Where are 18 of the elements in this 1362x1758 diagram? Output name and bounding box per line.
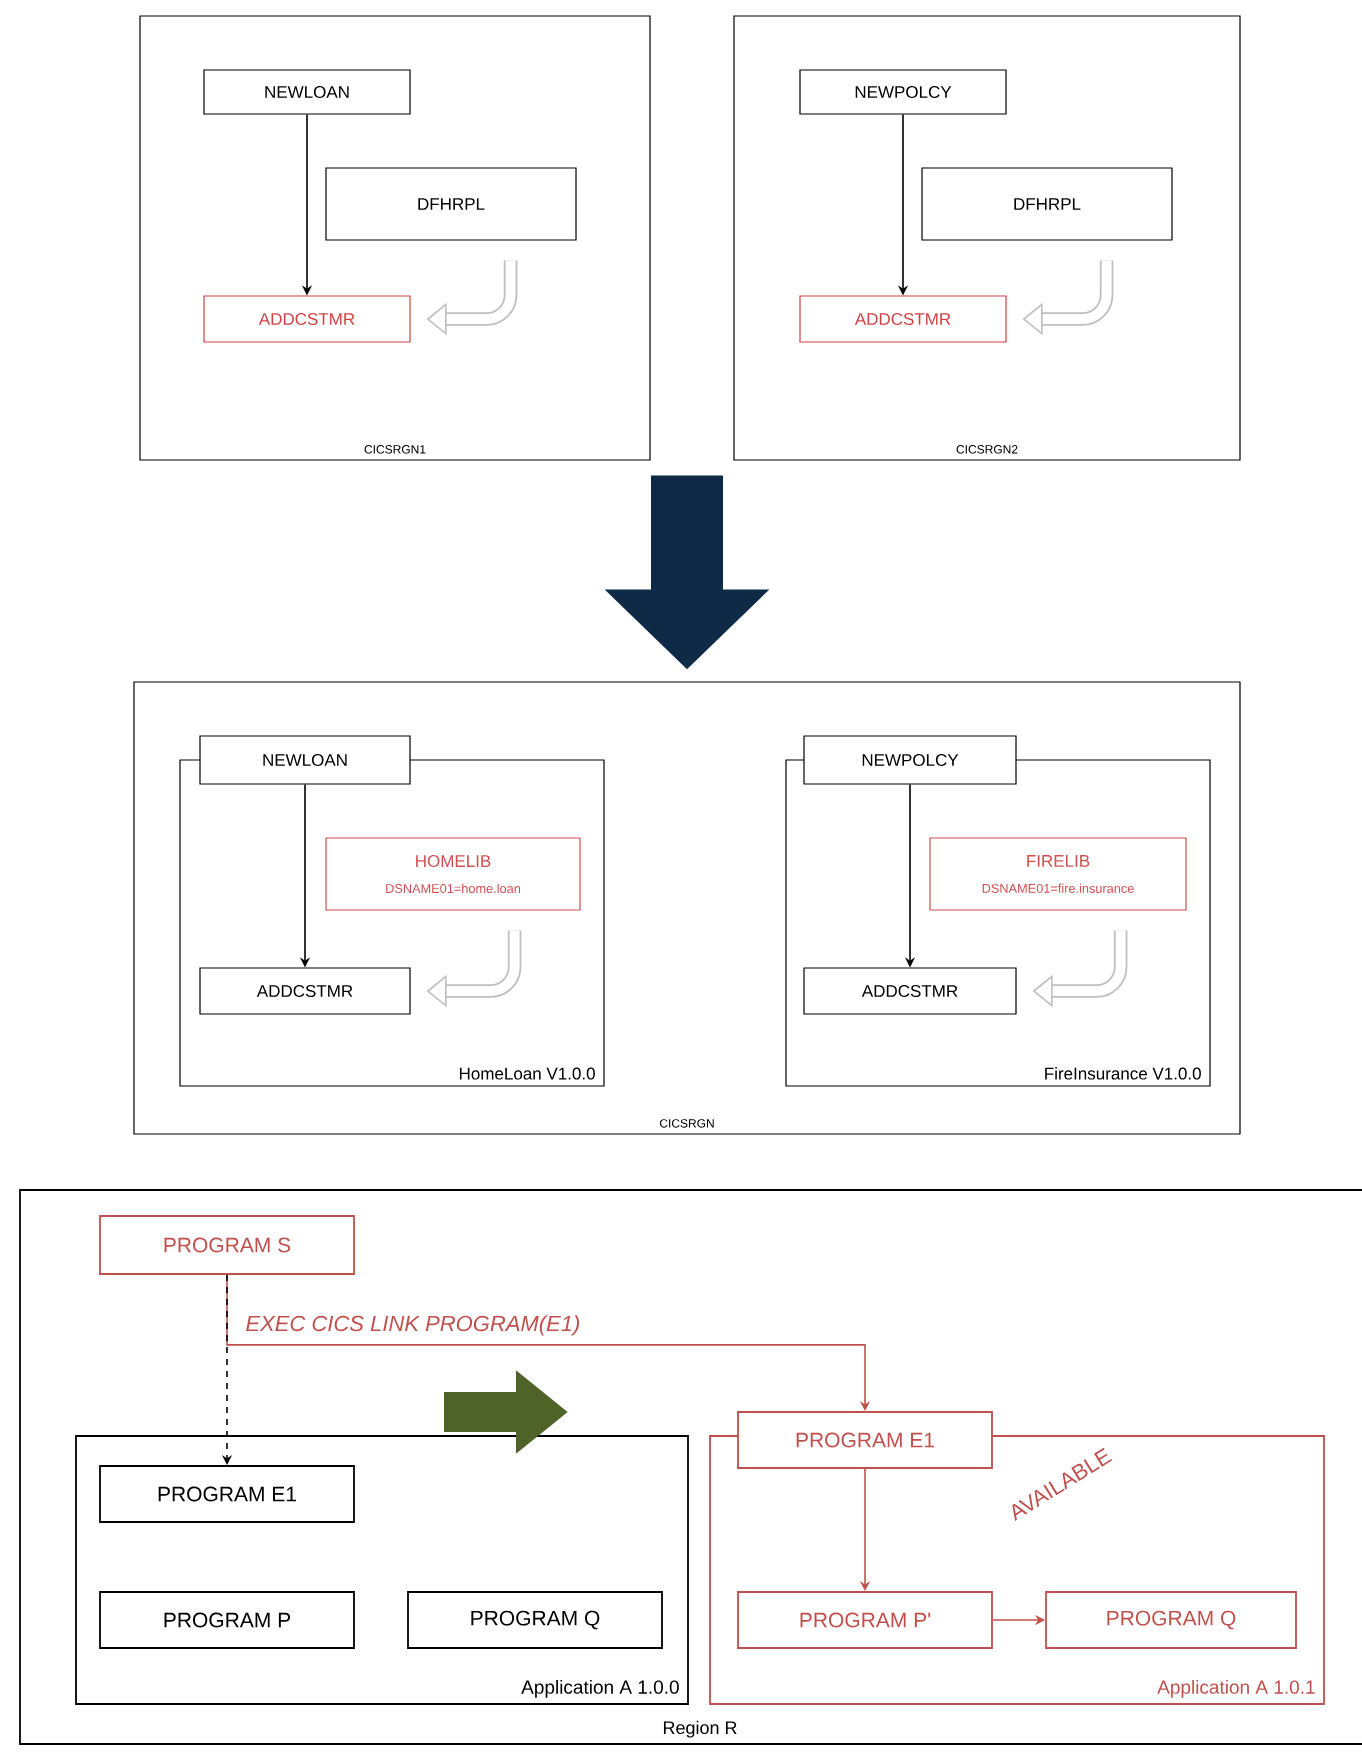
program-box: PROGRAM S — [99, 1215, 355, 1275]
program-box: PROGRAM E1 — [99, 1465, 355, 1523]
program-box: PROGRAM E1 — [737, 1411, 993, 1469]
program-box: NEWLOAN — [199, 735, 411, 785]
edge-label: EXEC CICS LINK PROGRAM(E1) — [246, 1315, 579, 1336]
library-box: DFHRPL — [921, 167, 1173, 241]
program-box: PROGRAM Q — [1045, 1591, 1297, 1649]
program-box: ADDCSTMR — [803, 967, 1017, 1015]
library-box: DFHRPL — [325, 167, 577, 241]
program-box: NEWPOLCY — [799, 69, 1007, 115]
program-box: ADDCSTMR — [199, 967, 411, 1015]
program-box: NEWLOAN — [203, 69, 411, 115]
program-box: PROGRAM P' — [737, 1591, 993, 1649]
program-box: ADDCSTMR — [799, 295, 1007, 343]
program-box: ADDCSTMR — [203, 295, 411, 343]
program-box: PROGRAM P — [99, 1591, 355, 1649]
program-box: PROGRAM Q — [407, 1591, 663, 1649]
program-box: NEWPOLCY — [803, 735, 1017, 785]
